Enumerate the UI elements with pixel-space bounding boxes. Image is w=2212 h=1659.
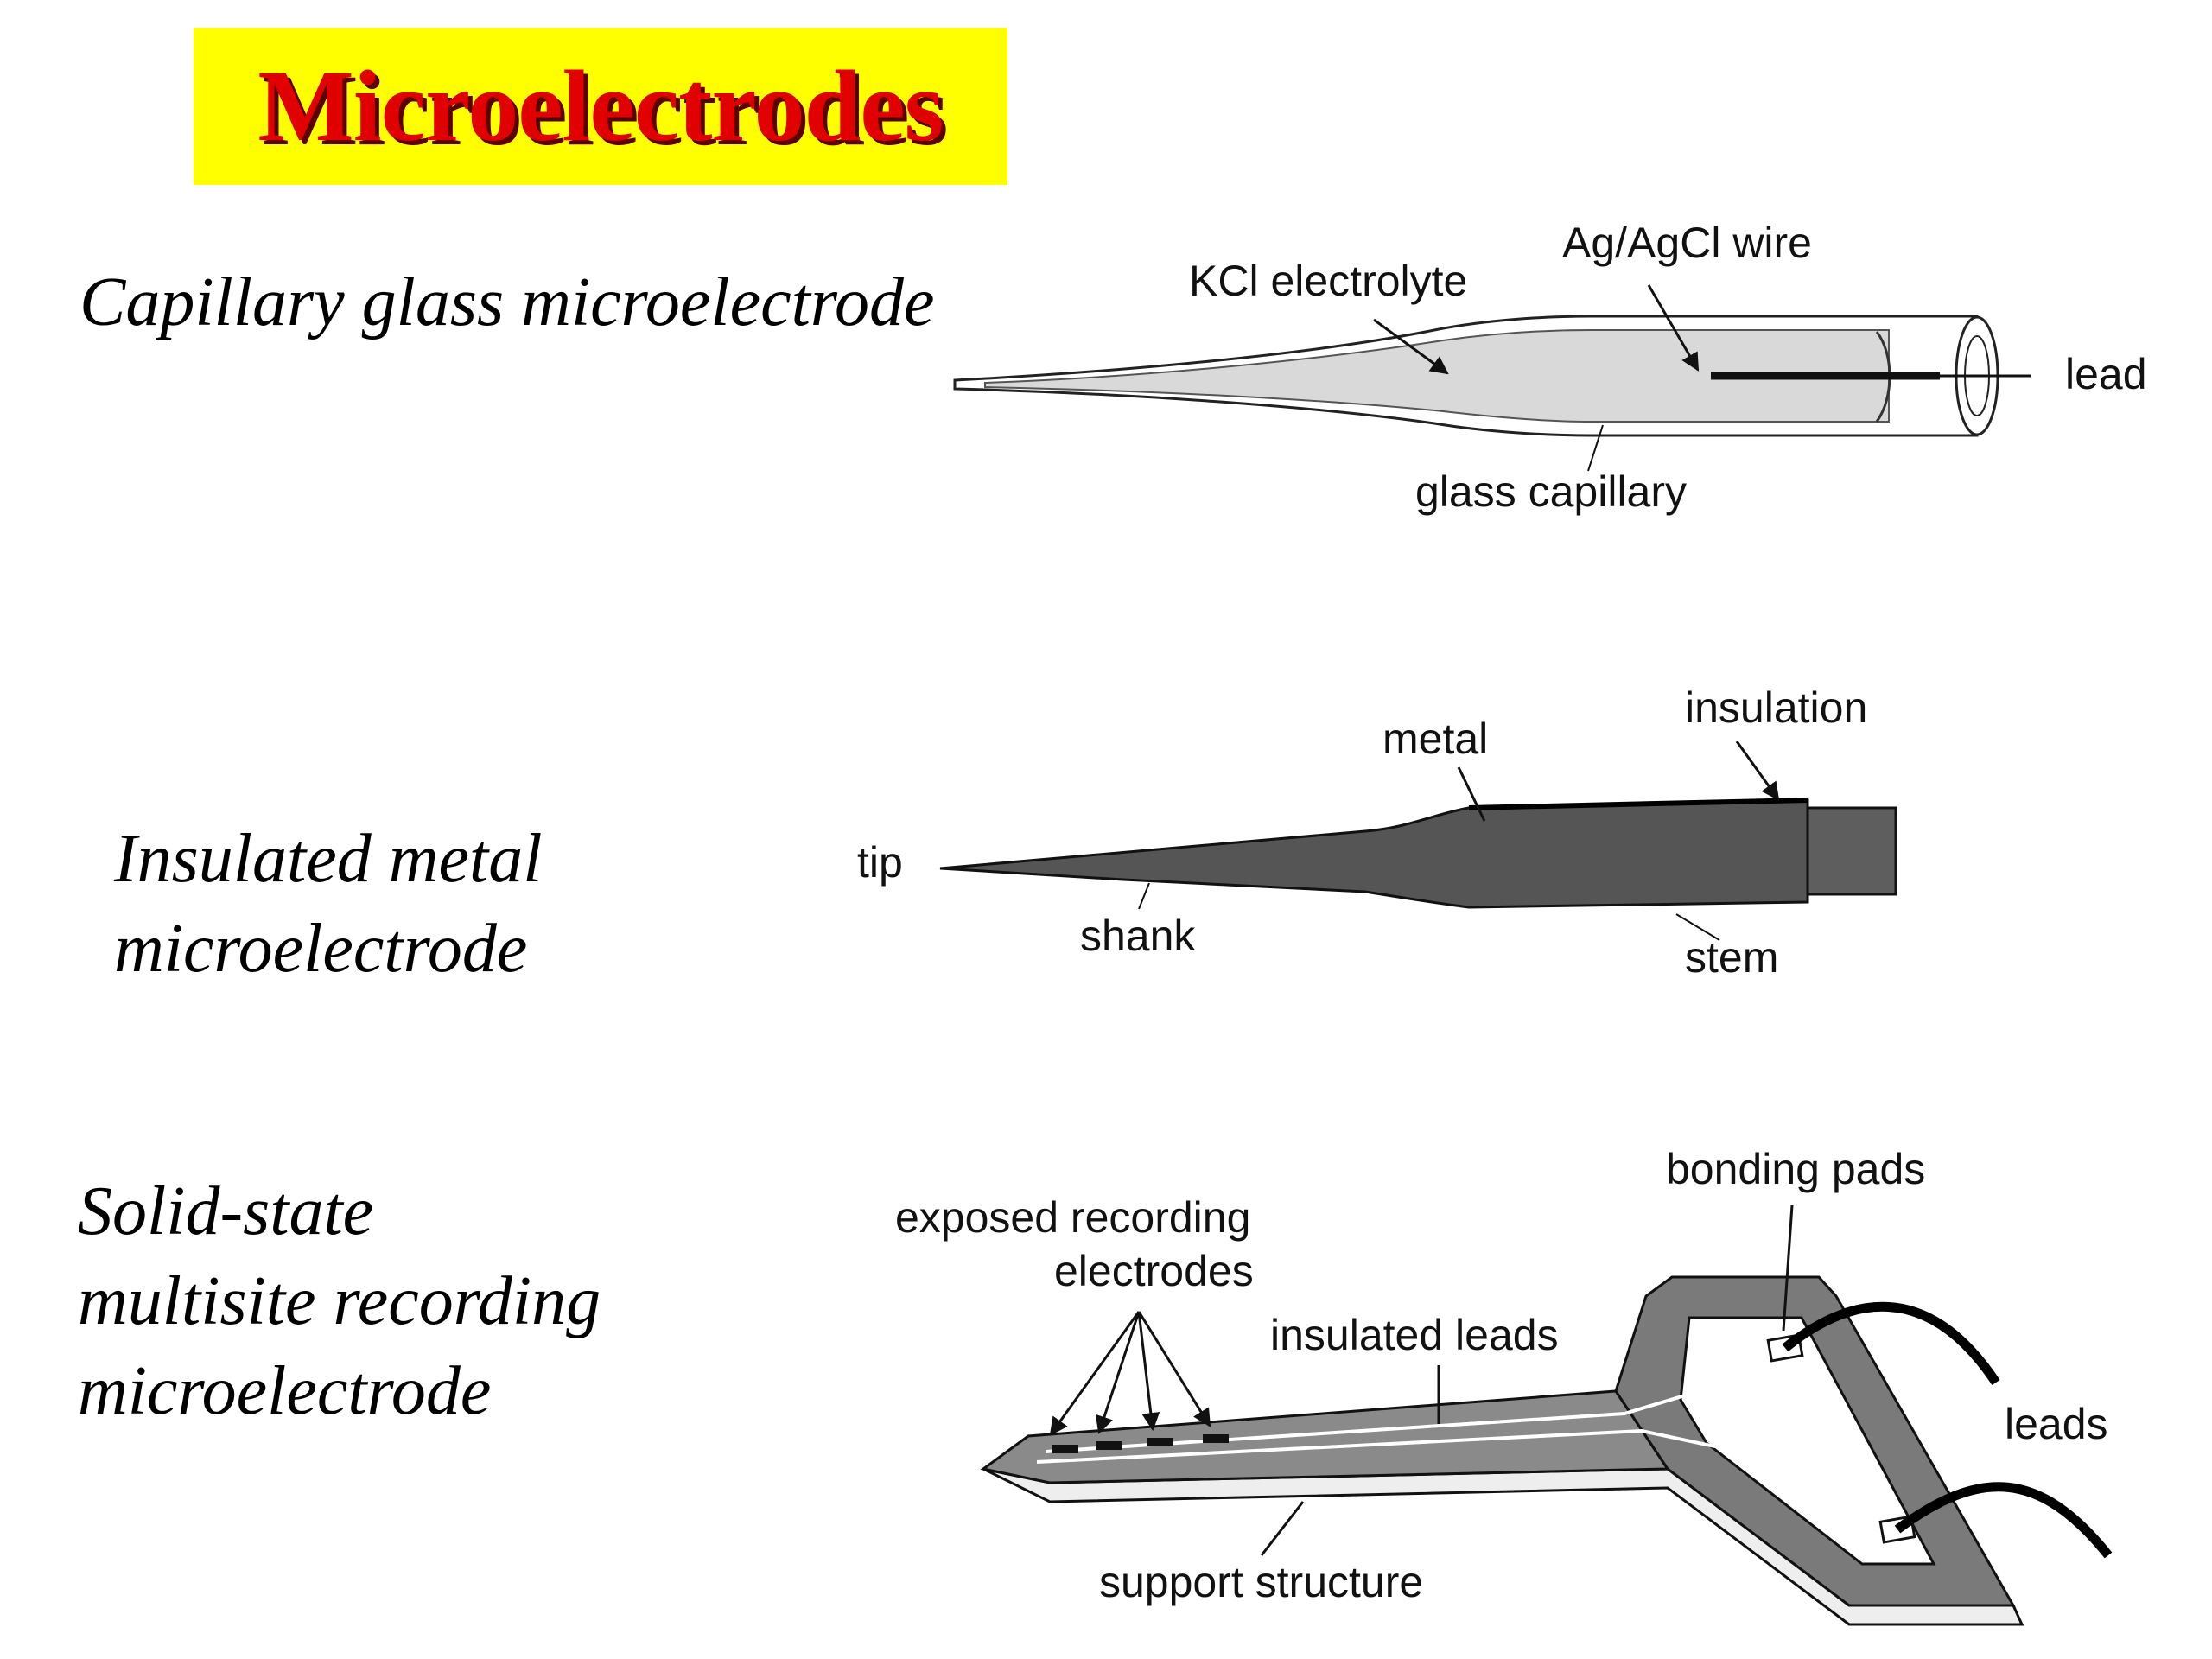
- solid-caption-line-1: Solid-state: [78, 1173, 374, 1249]
- support-frame-window: [1679, 1316, 1936, 1566]
- label-leads: leads: [2005, 1400, 2108, 1448]
- label-metal: metal: [1382, 715, 1488, 763]
- label-shank: shank: [1080, 912, 1196, 960]
- kcl-pointer: [1373, 318, 1449, 375]
- page-title: Microelectrodes: [257, 49, 944, 162]
- label-bonding-pads: bonding pads: [1666, 1145, 1925, 1193]
- exposed-pointer-1: [1049, 1311, 1141, 1436]
- insulated-lead-1: [1045, 1346, 1764, 1453]
- label-electrodes: electrodes: [1054, 1247, 1254, 1295]
- label-glass-capillary: glass capillary: [1415, 467, 1687, 516]
- capillary-electrolyte: [984, 329, 1890, 423]
- glass-pointer: [1587, 424, 1604, 472]
- solid-diagram: exposed recording electrodes insulated l…: [895, 1145, 2113, 1626]
- external-lead-2: [1894, 1482, 2113, 1559]
- support-pointer: [1260, 1501, 1305, 1556]
- label-insulated-leads: insulated leads: [1270, 1311, 1559, 1359]
- label-stem: stem: [1685, 933, 1778, 982]
- metal-pointer: [1457, 766, 1486, 822]
- recording-site-2: [1096, 1441, 1122, 1450]
- label-support-structure: support structure: [1099, 1558, 1423, 1606]
- metal-caption-line-1: Insulated metal: [114, 821, 543, 897]
- exposed-pointer-3: [1137, 1311, 1160, 1432]
- label-kcl-electrolyte: KCl electrolyte: [1189, 257, 1467, 305]
- recording-site-3: [1147, 1438, 1173, 1446]
- shank-pointer: [1138, 882, 1150, 910]
- wire-pointer: [1647, 284, 1700, 372]
- solid-caption-line-3: microelectrode: [78, 1353, 492, 1429]
- bonding-pads-pointer: [1782, 1205, 1794, 1332]
- insulation-edge-top: [1468, 798, 1808, 810]
- insulated-lead-2: [1036, 1428, 1877, 1527]
- recording-site-4: [1203, 1434, 1229, 1443]
- capillary-caption: Capillary glass microelectrode: [79, 257, 935, 347]
- recording-site-1: [1052, 1445, 1078, 1453]
- label-tip: tip: [857, 838, 903, 887]
- solid-caption-line-2: multisite recording: [78, 1263, 601, 1339]
- support-shank: [980, 1389, 1670, 1484]
- capillary-diagram: KCl electrolyte Ag/AgCl wire lead glass …: [953, 219, 2147, 516]
- metal-caption: Insulated metal microelectrode: [114, 814, 542, 994]
- label-exposed-recording: exposed recording: [895, 1193, 1250, 1242]
- exposed-pointer-4: [1137, 1311, 1211, 1427]
- solid-caption: Solid-state multisite recording microele…: [78, 1166, 601, 1436]
- label-lead: lead: [2065, 350, 2147, 398]
- title-box: Microelectrodes: [194, 28, 1007, 185]
- metal-stem: [1806, 806, 1897, 896]
- exposed-pointer-2: [1095, 1311, 1141, 1434]
- metal-diagram: tip metal insulation shank stem: [857, 683, 1897, 982]
- capillary-caption-text: Capillary glass microelectrode: [79, 264, 935, 340]
- external-lead-1: [1782, 1301, 2000, 1386]
- insulation-pointer: [1735, 741, 1780, 801]
- label-insulation: insulation: [1685, 683, 1867, 732]
- label-agcl-wire: Ag/AgCl wire: [1562, 219, 1812, 267]
- metal-insulation-body: [939, 798, 1809, 909]
- metal-caption-line-2: microelectrode: [114, 911, 528, 987]
- stem-pointer: [1675, 913, 1720, 941]
